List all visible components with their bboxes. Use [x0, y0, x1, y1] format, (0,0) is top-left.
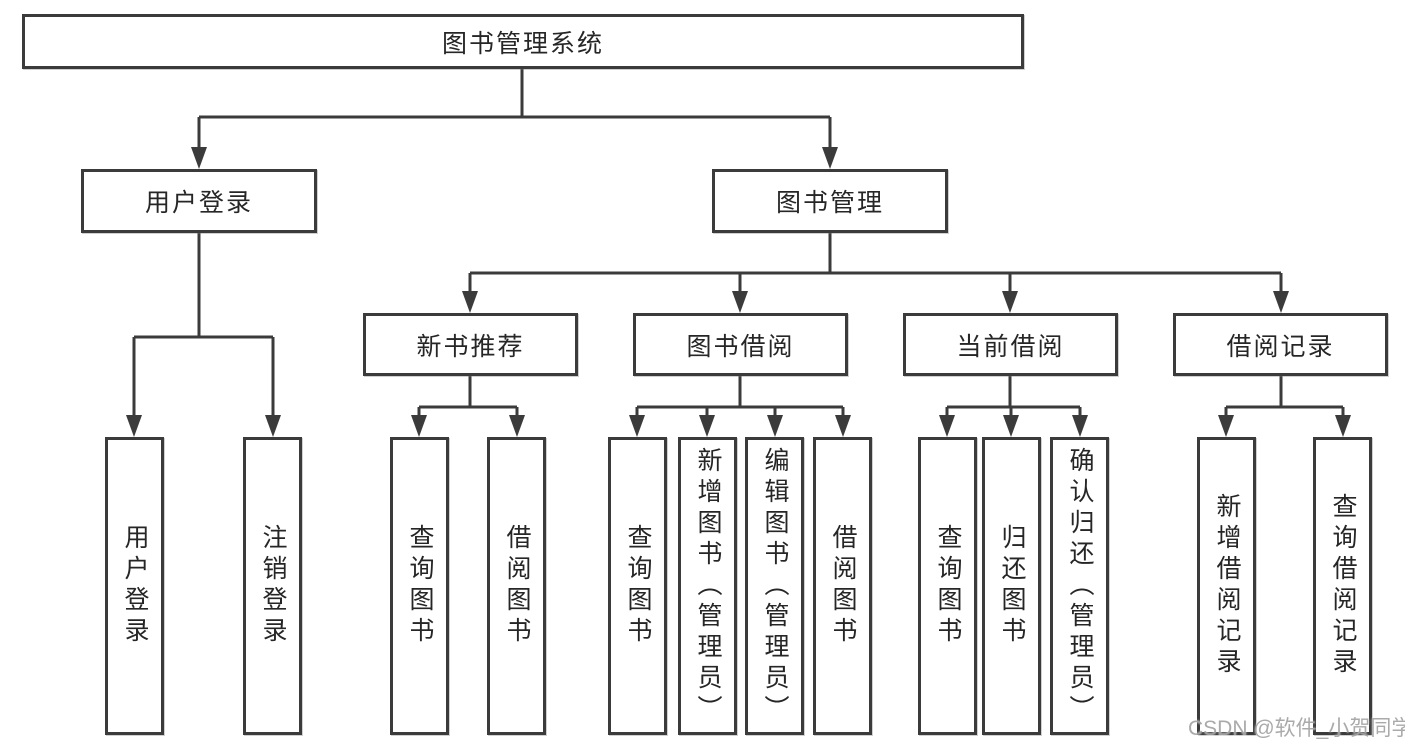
node-new-book-recommendation: 新书推荐 — [363, 313, 578, 376]
node-edit-books-admin: 编辑图书（管理员） — [745, 437, 804, 735]
arrowhead — [835, 415, 851, 437]
node-label: 查询图书 — [934, 524, 962, 648]
node-label: 新书推荐 — [416, 332, 525, 361]
node-label: 查询图书 — [406, 524, 434, 648]
node-return-books: 归还图书 — [982, 437, 1041, 735]
node-borrow-books-leaf: 借阅图书 — [813, 437, 872, 735]
node-label: 借阅记录 — [1226, 332, 1335, 361]
node-label: 新增借阅记录 — [1213, 493, 1241, 679]
arrowhead — [411, 415, 427, 437]
node-add-borrow-record: 新增借阅记录 — [1197, 437, 1256, 735]
connector-borrowing-records — [1224, 376, 1345, 417]
node-label: 查询借阅记录 — [1329, 493, 1357, 679]
node-query-books-recommend: 查询图书 — [390, 437, 449, 735]
node-user-login: 用户登录 — [81, 169, 317, 233]
arrowhead — [265, 415, 281, 437]
arrowhead — [509, 415, 525, 437]
node-label: 图书管理 — [775, 189, 884, 217]
node-book-borrowing: 图书借阅 — [633, 313, 848, 376]
arrowhead — [126, 415, 142, 437]
node-label: 图书管理系统 — [441, 29, 604, 58]
node-label: 当前借阅 — [956, 332, 1065, 361]
node-label: 注销登录 — [259, 524, 287, 648]
node-user-login-leaf: 用户登录 — [105, 437, 164, 735]
connector-current-borrowing — [945, 376, 1082, 417]
node-confirm-return-admin: 确认归还（管理员） — [1050, 437, 1109, 735]
arrowhead — [1218, 415, 1234, 437]
node-borrowing-records: 借阅记录 — [1173, 313, 1388, 376]
node-add-books-admin: 新增图书（管理员） — [678, 437, 737, 735]
arrowhead — [822, 147, 838, 169]
node-label: 用户登录 — [144, 189, 253, 217]
connector-root — [197, 69, 832, 150]
arrowhead — [1003, 415, 1019, 437]
node-borrow-books-recommend: 借阅图书 — [487, 437, 546, 735]
node-library-management-system: 图书管理系统 — [22, 14, 1024, 69]
node-label: 归还图书 — [998, 524, 1026, 648]
node-query-books-borrowing: 查询图书 — [608, 437, 667, 735]
connector-new-book-recommendation — [417, 376, 519, 417]
arrowhead — [732, 291, 748, 313]
node-label: 新增图书（管理员） — [694, 446, 722, 726]
node-label: 编辑图书（管理员） — [761, 446, 789, 726]
arrowhead — [1335, 415, 1351, 437]
arrowhead — [191, 147, 207, 169]
arrowhead — [767, 415, 783, 437]
watermark: CSDN @软件_小贺同学 — [1188, 717, 1405, 740]
node-book-management: 图书管理 — [712, 169, 948, 233]
arrowhead — [462, 291, 478, 313]
arrowhead — [699, 415, 715, 437]
node-logout-login: 注销登录 — [243, 437, 302, 735]
arrowhead — [1072, 415, 1088, 437]
connector-book-borrowing — [635, 376, 845, 417]
node-current-borrowing: 当前借阅 — [903, 313, 1118, 376]
node-label: 确认归还（管理员） — [1066, 446, 1094, 726]
node-query-borrow-record: 查询借阅记录 — [1313, 437, 1372, 735]
node-query-books-current: 查询图书 — [918, 437, 977, 735]
node-label: 借阅图书 — [829, 524, 857, 648]
arrowhead — [1273, 291, 1289, 313]
node-label: 用户登录 — [121, 524, 149, 648]
arrowhead — [629, 415, 645, 437]
arrowhead — [939, 415, 955, 437]
connector-book-management — [468, 233, 1283, 293]
connector-user-login — [132, 233, 275, 417]
arrowhead — [1002, 291, 1018, 313]
node-label: 借阅图书 — [503, 524, 531, 648]
node-label: 图书借阅 — [686, 332, 795, 361]
node-label: 查询图书 — [624, 524, 652, 648]
